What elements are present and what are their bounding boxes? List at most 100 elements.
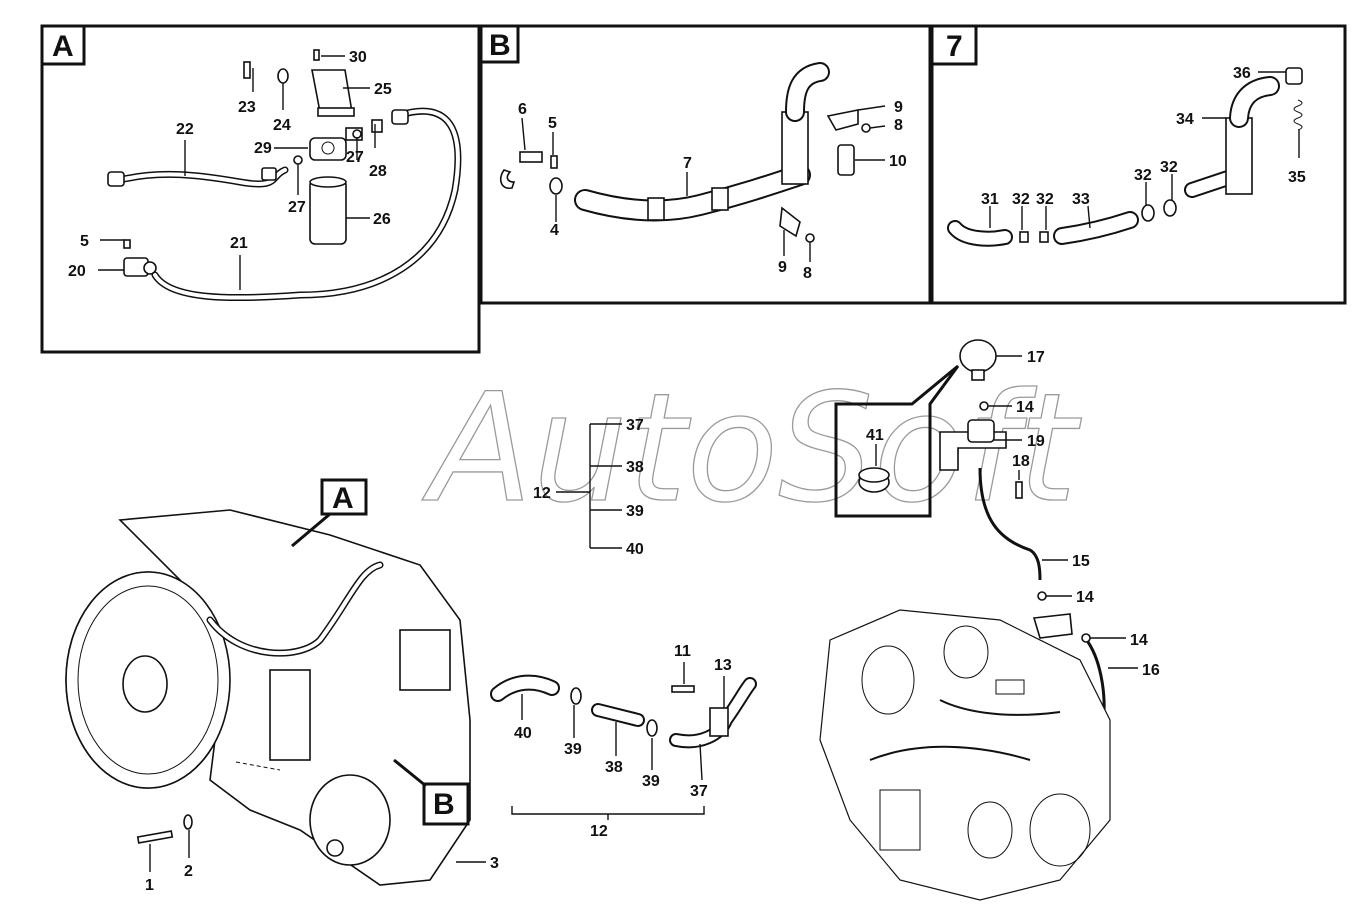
label-30: 30 [349,49,367,66]
panel-7-tag: 7 [946,30,963,63]
clip-32-b [1039,231,1049,243]
callout-b-box [422,782,470,826]
clip-32-c [1141,204,1155,222]
label-40a: 40 [626,541,644,558]
label-10: 10 [889,153,907,170]
screw-11 [671,685,695,693]
label-5b: 5 [548,115,557,132]
label-12a: 12 [533,485,551,502]
label-14b: 14 [1076,589,1094,606]
pump-port-b [943,625,989,679]
panel-b-frame [479,24,932,305]
pipe-clamp-a [647,197,665,221]
label-17: 17 [1027,349,1045,366]
label-27a: 27 [288,199,306,216]
callout-a-box [320,478,368,516]
reservoir-19 [967,419,995,443]
valve-block [995,679,1025,695]
label-7: 7 [683,155,692,172]
label-39a: 39 [626,503,644,520]
label-1: 1 [145,877,154,894]
nipple-27-a [293,155,303,165]
pipe-clamp-b [711,187,729,211]
breather-17-stem [971,369,985,381]
label-14a: 14 [1016,399,1034,416]
pump-port-a [861,645,915,715]
pump-cover [399,629,451,691]
clip-6 [519,151,543,163]
panel-a: A [40,24,481,354]
panel-b: B 6 5 4 7 9 8 10 [479,24,932,305]
label-2: 2 [184,863,193,880]
side-cover [269,669,311,761]
nut-8-top [861,123,871,133]
washer-24 [277,68,289,84]
label-24: 24 [273,117,291,134]
label-37a: 37 [626,417,644,434]
o-ring-39-a [570,687,582,705]
watermark: AutoSoft [422,362,1082,536]
label-21: 21 [230,235,248,252]
breather-17 [959,339,997,373]
nipple-14-b [1037,591,1047,601]
sight-glass-10 [837,144,855,176]
label-14c: 14 [1130,632,1148,649]
label-16: 16 [1142,662,1160,679]
label-3: 3 [490,855,499,872]
output-flange [309,774,391,866]
label-6: 6 [518,101,527,118]
pipe-assembly-12: 40 39 38 39 37 11 13 12 [490,643,757,840]
label-31: 31 [981,191,999,208]
side-cover-right [879,789,921,851]
clip-32-d [1163,199,1177,217]
washer-2 [183,814,193,830]
panel-a-frame [40,24,481,354]
transmission-right [819,609,1111,901]
kit-12-bracket: 37 38 39 40 12 [533,417,644,558]
label-9b: 9 [778,259,787,276]
nipple-14-a [979,401,989,411]
label-19: 19 [1027,433,1045,450]
nipple-28 [371,119,383,133]
panel-b-tag-box [479,24,520,64]
label-12b: 12 [590,823,608,840]
label-38b: 38 [605,759,623,776]
clamp-6 [499,169,516,189]
label-32d: 32 [1160,159,1178,176]
detail-sensor-group: 41 17 14 19 18 15 14 14 1 [834,339,1160,801]
label-34: 34 [1176,111,1194,128]
label-32c: 32 [1134,167,1152,184]
nipple-27-b [352,129,362,139]
label-28: 28 [369,163,387,180]
cap-36 [1285,67,1303,85]
panel-b-tag: B [489,29,511,62]
o-ring-4 [549,177,563,195]
label-32b: 32 [1036,191,1054,208]
label-37b: 37 [690,783,708,800]
label-9a: 9 [894,99,903,116]
filter-head-29 [309,137,347,161]
oil-filter-26 [309,179,347,245]
hose-21 [151,107,462,302]
seal-41-top [858,467,890,483]
label-39c: 39 [642,773,660,790]
fitting-22-end [107,171,125,187]
label-4: 4 [550,222,559,239]
o-ring-39-b [646,719,658,737]
transmission-housing-right [819,609,1111,901]
bracket-9-bottom [779,206,801,238]
screw-23 [243,61,251,79]
label-38a: 38 [626,459,644,476]
label-23: 23 [238,99,256,116]
adapter-block [1032,613,1073,639]
drain-plug [326,839,344,857]
label-40b: 40 [514,725,532,742]
spring-35 [1293,99,1303,131]
screw-30 [313,49,320,61]
transmission-left: 3 A B 1 2 [65,478,499,894]
fitting-20-port [143,261,157,275]
screw-18 [1015,481,1023,499]
label-36: 36 [1233,65,1251,82]
label-26: 26 [373,211,391,228]
